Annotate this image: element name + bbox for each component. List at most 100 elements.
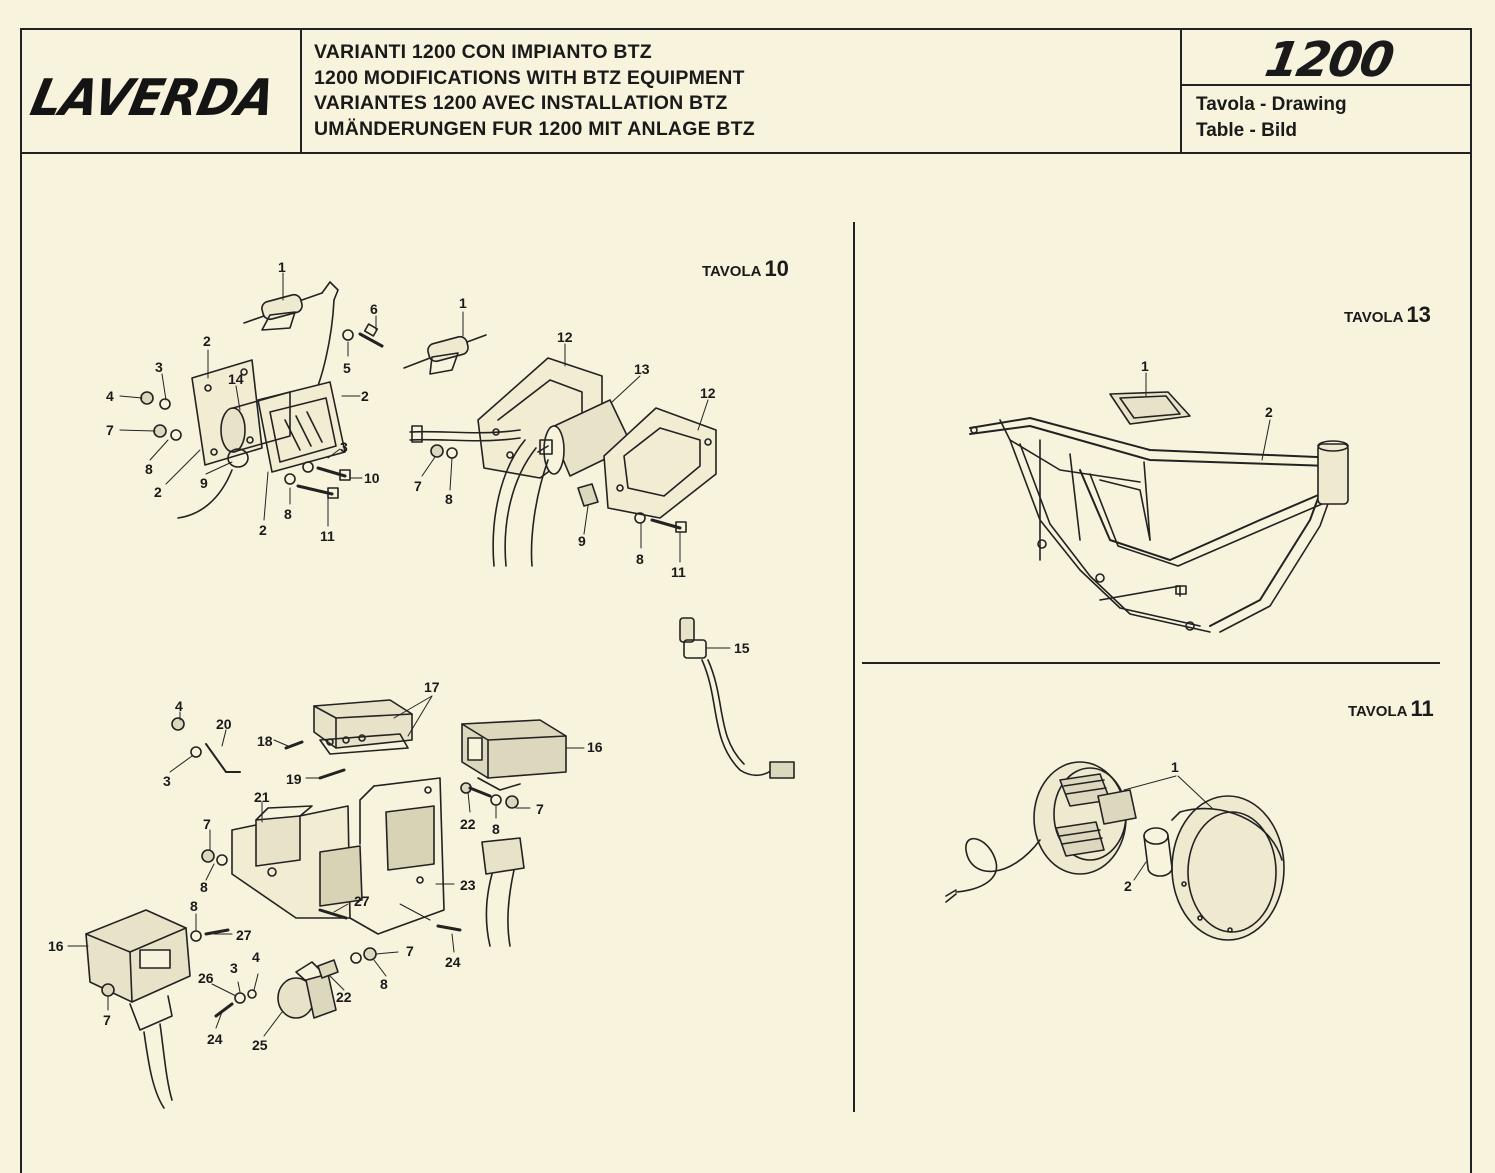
drawing-sheet: LAVERDA VARIANTI 1200 CON IMPIANTO BTZ 1…: [20, 28, 1472, 1173]
leader-lines-regulator: [67, 695, 585, 1037]
callout-c10-16b: 16: [48, 938, 64, 954]
callout-c10-9a: 9: [200, 475, 208, 491]
title-german: UMÄNDERUNGEN FUR 1200 MIT ANLAGE BTZ: [314, 117, 755, 140]
model-box: 1200: [1182, 30, 1472, 88]
ignition-cable: [177, 469, 233, 519]
callout-numbers: 1 6 5 2 3 14 4 2 7 8 3 9 2 10 8 2 11 1 1…: [48, 259, 1273, 1053]
tavola-13-word: TAVOLA: [1344, 309, 1404, 326]
tavola-13-number: 13: [1406, 302, 1431, 327]
small-lamp: [277, 961, 337, 1019]
callout-c10-4c: 4: [252, 949, 260, 965]
callout-c10-2b: 2: [361, 388, 369, 404]
callout-c10-2d: 2: [259, 522, 267, 538]
drawing-label-2: Table - Bild: [1196, 120, 1297, 141]
callout-c10-5: 5: [343, 360, 351, 376]
callout-c10-8f: 8: [200, 879, 208, 895]
callout-c11-2: 2: [1124, 878, 1132, 894]
callout-c10-13: 13: [634, 361, 650, 377]
title-cell: VARIANTI 1200 CON IMPIANTO BTZ 1200 MODI…: [302, 30, 1182, 152]
callout-c10-18: 18: [257, 733, 273, 749]
base-bracket: [231, 777, 445, 935]
callout-c10-12b: 12: [700, 385, 716, 401]
bracket-plate-front: [603, 407, 717, 519]
drawing-label-1: Tavola - Drawing: [1196, 94, 1347, 115]
rotor-hub: [1143, 827, 1173, 877]
callout-c10-22b: 22: [336, 989, 352, 1005]
panel-divider-vertical: [853, 222, 855, 1112]
callout-c10-3a: 3: [155, 359, 163, 375]
callout-c11-1: 1: [1171, 759, 1179, 775]
callout-c10-3c: 3: [163, 773, 171, 789]
callout-c10-11b: 11: [671, 564, 686, 580]
callout-c10-20: 20: [216, 716, 232, 732]
stator: [1033, 761, 1137, 875]
title-english: 1200 MODIFICATIONS WITH BTZ EQUIPMENT: [314, 66, 745, 89]
callout-c10-7b: 7: [414, 478, 422, 494]
tavola-10-word: TAVOLA: [702, 263, 762, 280]
callout-c10-19: 19: [286, 771, 302, 787]
lamp-unit-left: [85, 909, 191, 1109]
callout-c13-2: 2: [1265, 404, 1273, 420]
sensor-cable-assembly: [679, 617, 795, 779]
callout-c10-16a: 16: [587, 739, 603, 755]
callout-c10-24a: 24: [445, 954, 461, 970]
callout-c10-25: 25: [252, 1037, 268, 1053]
callout-c10-8g: 8: [190, 898, 198, 914]
callout-c10-26: 26: [198, 970, 214, 986]
ignition-coil-assembly-right: [403, 311, 717, 567]
ht-cables: [409, 425, 549, 567]
callout-c10-8b: 8: [284, 506, 292, 522]
model-cell: 1200 Tavola - Drawing Table - Bild: [1182, 30, 1472, 152]
callout-c13-1: 1: [1141, 358, 1149, 374]
logo-cell: LAVERDA: [22, 30, 302, 152]
callout-c10-27a: 27: [354, 893, 370, 909]
callout-c10-7a: 7: [106, 422, 114, 438]
callout-c10-7d: 7: [203, 816, 211, 832]
callout-c10-3b: 3: [340, 439, 348, 455]
callout-c10-6: 6: [370, 301, 378, 317]
panel-divider-horizontal: [862, 662, 1440, 664]
ignition-coil-free-part: [403, 334, 487, 375]
title-french: VARIANTES 1200 AVEC INSTALLATION BTZ: [314, 92, 728, 114]
stator-wires: [945, 838, 1041, 903]
callout-c10-8a: 8: [145, 461, 153, 477]
callout-c10-2a: 2: [203, 333, 211, 349]
callout-c10-22a: 22: [460, 816, 476, 832]
callout-c10-27b: 27: [236, 927, 252, 943]
mounting-plate-right: [257, 381, 346, 473]
regulator-assembly: [67, 695, 585, 1109]
tavola-10-number: 10: [764, 256, 789, 281]
callout-c10-2c: 2: [154, 484, 162, 500]
callout-c10-12a: 12: [557, 329, 573, 345]
callout-c10-7f: 7: [103, 1012, 111, 1028]
callout-c10-17: 17: [424, 679, 440, 695]
callout-c10-7e: 7: [406, 943, 414, 959]
relay-cable: [481, 837, 525, 947]
callout-c10-8d: 8: [636, 551, 644, 567]
callout-c10-21: 21: [254, 789, 270, 805]
voltage-regulator-top: [461, 719, 567, 791]
tavola-11-number: 11: [1410, 696, 1434, 721]
leader-lines-right: [421, 311, 709, 563]
tavola-11-word: TAVOLA: [1348, 703, 1408, 720]
callout-c10-23: 23: [460, 877, 476, 893]
motorcycle-frame: [969, 372, 1349, 633]
callout-c10-8c: 8: [445, 491, 453, 507]
ignition-coil-assembly-left: [119, 272, 384, 527]
hardware-right: [430, 444, 687, 533]
rotor: [1171, 795, 1285, 941]
alternator-assembly: [945, 761, 1285, 941]
coil-body: [220, 391, 291, 468]
callout-c10-14: 14: [228, 371, 244, 387]
leader-lines-alternator: [1123, 775, 1213, 881]
callout-c10-8e: 8: [492, 821, 500, 837]
title-italian: VARIANTI 1200 CON IMPIANTO BTZ: [314, 41, 652, 63]
callout-c10-7c: 7: [536, 801, 544, 817]
callout-c10-15: 15: [734, 640, 750, 656]
callout-c10-24b: 24: [207, 1031, 223, 1047]
callout-c10-1b: 1: [459, 295, 467, 311]
